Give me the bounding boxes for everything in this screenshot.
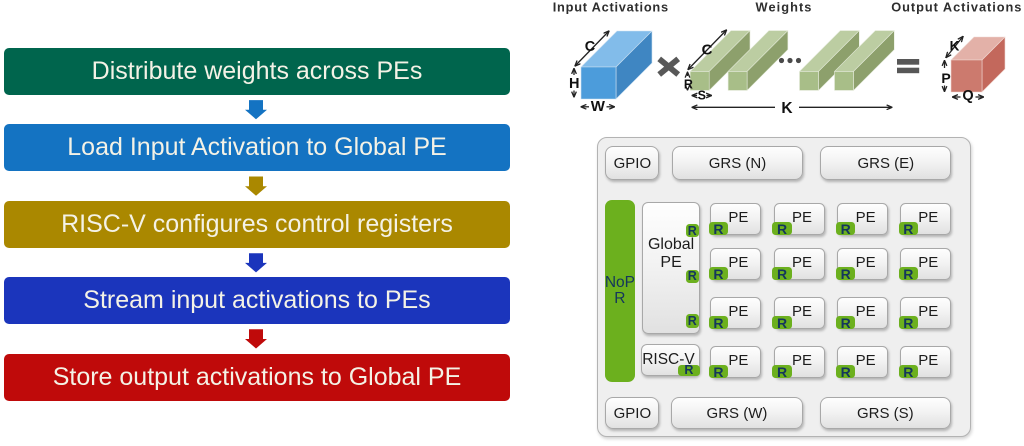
svg-text:R: R: [684, 78, 693, 92]
svg-text:C: C: [585, 39, 596, 55]
svg-text:H: H: [569, 76, 579, 92]
svg-text:Q: Q: [962, 88, 973, 104]
svg-text:P: P: [941, 70, 950, 86]
svg-text:C: C: [702, 42, 713, 59]
svg-text:W: W: [591, 98, 606, 115]
svg-text:K: K: [781, 100, 793, 117]
svg-text:S: S: [698, 89, 706, 103]
svg-text:Output Activations: Output Activations: [891, 0, 1022, 15]
svg-text:Input Activations: Input Activations: [553, 0, 669, 15]
svg-text:K: K: [950, 39, 960, 54]
svg-text:Weights: Weights: [756, 0, 813, 15]
